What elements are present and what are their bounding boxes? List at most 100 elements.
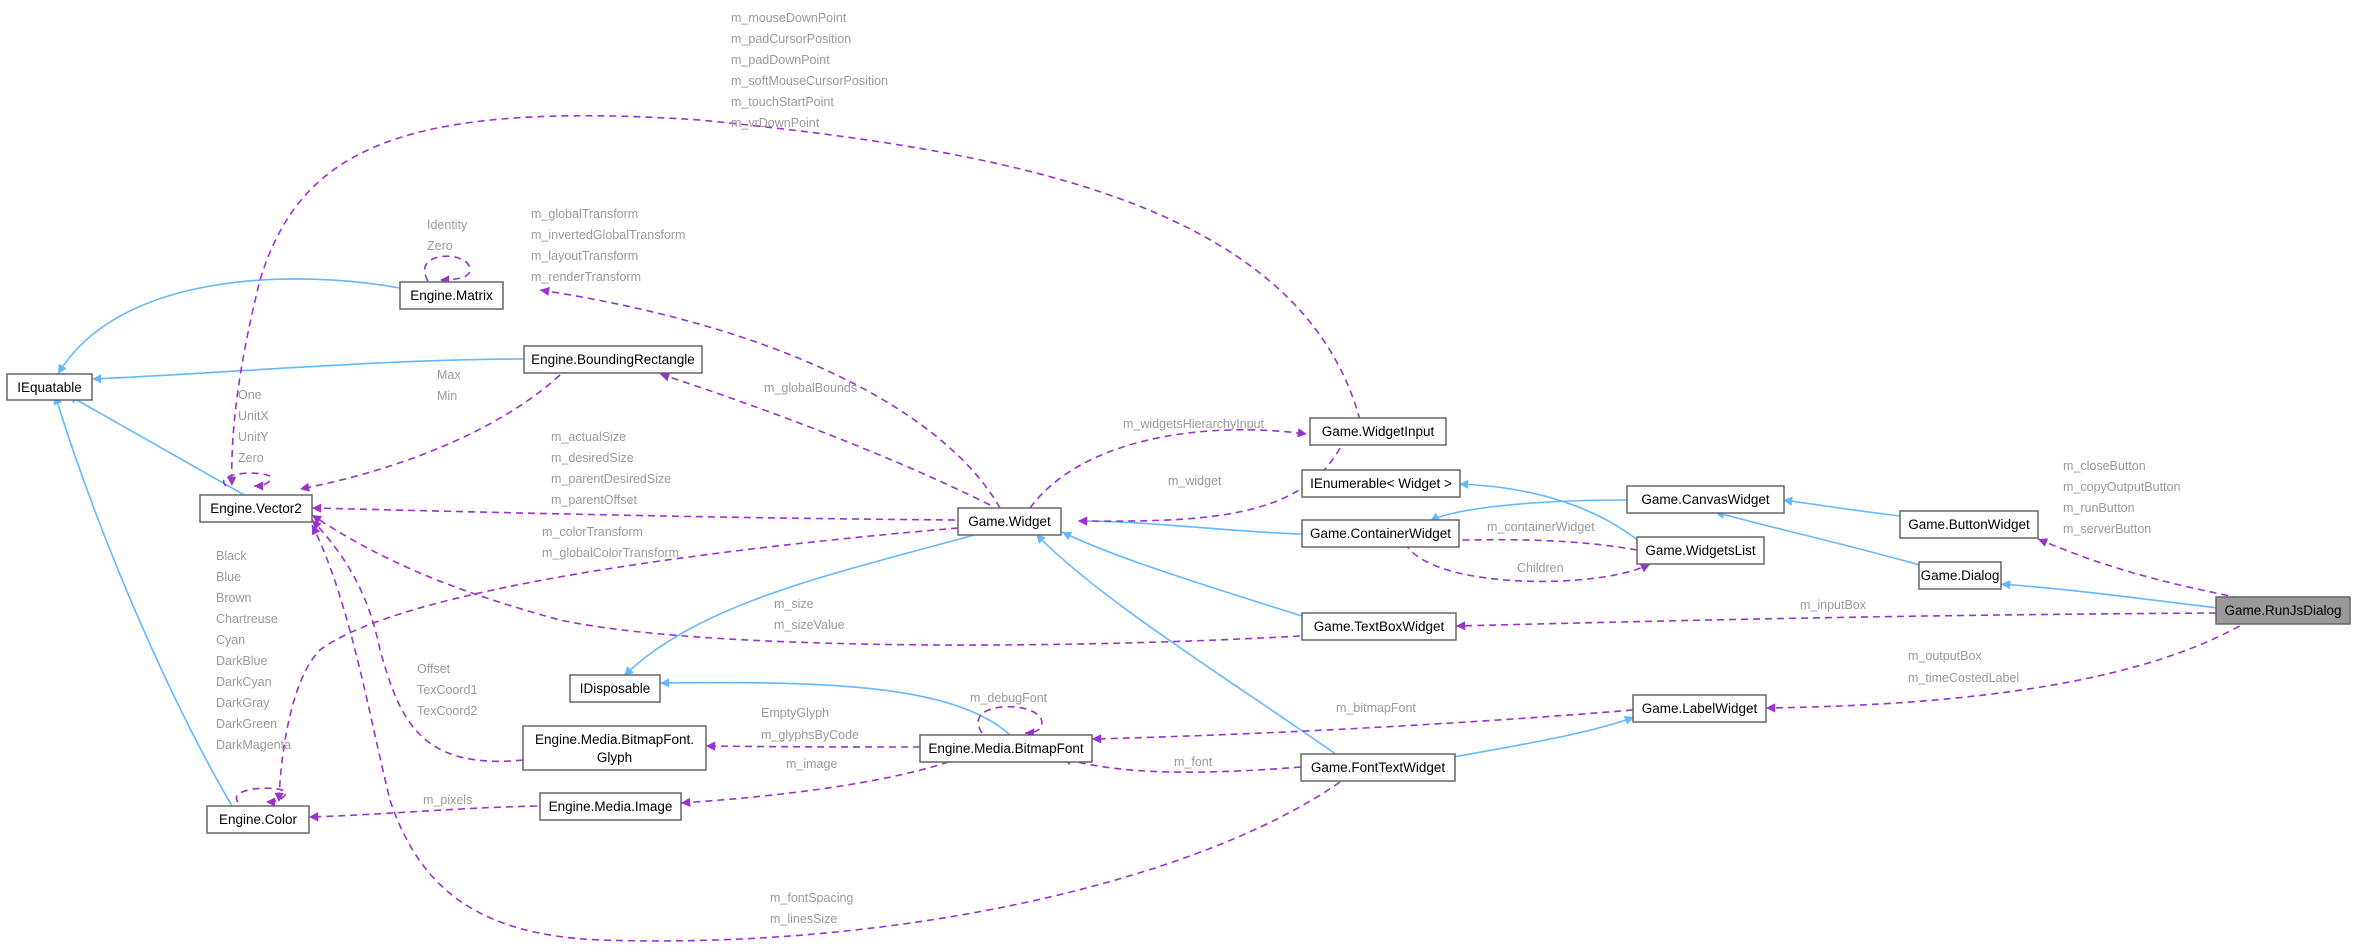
edge-label: m_timeCostedLabel — [1908, 671, 2019, 685]
edge-label: m_parentDesiredSize — [551, 472, 671, 486]
edge-runjs-button — [2037, 538, 2241, 599]
node-game-dialog[interactable]: Game.Dialog — [1918, 561, 2002, 590]
edge-container-widgetslist — [1404, 542, 1651, 583]
edge-image-color — [308, 805, 538, 822]
node-label: IEquatable — [17, 380, 82, 395]
edge-label: m_sizeValue — [774, 618, 845, 632]
edge-widgetinput-vector2 — [227, 115, 1361, 487]
edge-label: m_image — [786, 757, 837, 771]
edge-canvas-container — [1429, 499, 1628, 522]
node-game-canvaswidget[interactable]: Game.CanvasWidget — [1626, 485, 1785, 514]
labels-color-self: Black Blue Brown Chartreuse Cyan DarkBlu… — [216, 549, 291, 752]
node-game-textboxwidget[interactable]: Game.TextBoxWidget — [1301, 612, 1457, 641]
edge-label: m_globalColorTransform — [542, 546, 679, 560]
edge-label: m_invertedGlobalTransform — [531, 228, 685, 242]
edge-widget-bounding — [659, 372, 991, 506]
node-label: Engine.Color — [219, 812, 298, 827]
node-game-widgetinput[interactable]: Game.WidgetInput — [1309, 417, 1447, 446]
edge-label: m_inputBox — [1800, 598, 1867, 612]
edge-label: Zero — [427, 239, 453, 253]
node-game-runjsdialog[interactable]: Game.RunJsDialog — [2215, 596, 2351, 625]
edge-label: m_parentOffset — [551, 493, 637, 507]
node-engine-vector2[interactable]: Engine.Vector2 — [199, 494, 313, 523]
node-engine-boundingrectangle[interactable]: Engine.BoundingRectangle — [523, 345, 703, 374]
node-game-widgetslist[interactable]: Game.WidgetsList — [1636, 536, 1765, 565]
labels-textbox-vector2: m_size m_sizeValue — [774, 597, 845, 632]
edge-label: m_font — [1174, 755, 1213, 769]
edge-bounding-vector2 — [299, 374, 561, 492]
node-label: IEnumerable< Widget > — [1310, 476, 1452, 491]
edge-widget-color — [274, 527, 959, 803]
node-label: Game.ContainerWidget — [1310, 526, 1451, 541]
edge-label: m_bitmapFont — [1336, 701, 1416, 715]
labels-bounding-vector2: Max Min — [437, 368, 461, 403]
labels-widgetinput-vector2: m_mouseDownPoint m_padCursorPosition m_p… — [731, 11, 888, 130]
edge-widget-widgetinput — [1029, 428, 1308, 509]
labels-glyph-vector2: Offset TexCoord1 TexCoord2 — [417, 662, 477, 718]
edge-label: Identity — [427, 218, 468, 232]
edge-vector2-iequatable — [67, 394, 256, 502]
edge-label: m_closeButton — [2063, 459, 2146, 473]
node-label: Game.RunJsDialog — [2224, 603, 2341, 618]
node-label: Game.Dialog — [1921, 568, 2000, 583]
edge-button-canvas — [1782, 496, 1901, 517]
edge-color-iequatable — [53, 394, 233, 807]
edge-label: Blue — [216, 570, 241, 584]
edge-label: EmptyGlyph — [761, 706, 829, 720]
node-game-widget[interactable]: Game.Widget — [957, 507, 1062, 536]
edge-fonttext-widget — [1035, 533, 1341, 758]
node-label: Game.ButtonWidget — [1908, 517, 2030, 532]
labels-fonttext-vector2: m_fontSpacing m_linesSize — [770, 891, 853, 926]
node-label: Game.FontTextWidget — [1311, 760, 1446, 775]
edge-label: m_padDownPoint — [731, 53, 830, 67]
node-game-labelwidget[interactable]: Game.LabelWidget — [1632, 694, 1767, 723]
node-engine-bitmapfont-glyph[interactable]: Engine.Media.BitmapFont. Glyph — [522, 725, 707, 771]
node-engine-media-bitmapfont[interactable]: Engine.Media.BitmapFont — [919, 734, 1093, 763]
edge-label-bitmap — [1091, 709, 1634, 744]
node-ienumerable-widget[interactable]: IEnumerable< Widget > — [1301, 469, 1461, 498]
edge-label: Min — [437, 389, 457, 403]
node-game-containerwidget[interactable]: Game.ContainerWidget — [1301, 519, 1460, 548]
edge-label: m_serverButton — [2063, 522, 2151, 536]
node-engine-color[interactable]: Engine.Color — [206, 805, 310, 834]
edge-runjs-textbox — [1455, 612, 2217, 631]
labels-widget-vector2: m_actualSize m_desiredSize m_parentDesir… — [551, 430, 671, 507]
labels-runjs-button: m_closeButton m_copyOutputButton m_runBu… — [2063, 459, 2180, 536]
edge-label: Zero — [238, 451, 264, 465]
edge-label: m_pixels — [423, 793, 472, 807]
edge-label: Max — [437, 368, 461, 382]
edge-label: Chartreuse — [216, 612, 278, 626]
edge-label: m_softMouseCursorPosition — [731, 74, 888, 88]
edge-label: DarkGray — [216, 696, 270, 710]
node-game-fonttextwidget[interactable]: Game.FontTextWidget — [1300, 753, 1456, 782]
edge-label: m_layoutTransform — [531, 249, 638, 263]
edge-fonttext-label — [1452, 715, 1635, 758]
edge-runjs-label — [1765, 619, 2251, 713]
inheritance-edges — [53, 278, 2219, 807]
edge-bitmap-image — [680, 757, 961, 807]
node-iequatable[interactable]: IEquatable — [6, 373, 93, 401]
edge-label: m_widget — [1168, 474, 1222, 488]
edge-label: DarkMagenta — [216, 738, 291, 752]
node-engine-media-image[interactable]: Engine.Media.Image — [539, 792, 682, 821]
edge-label: One — [238, 388, 262, 402]
edge-label: m_globalBounds — [764, 381, 857, 395]
node-idisposable[interactable]: IDisposable — [569, 674, 661, 703]
edge-label: m_containerWidget — [1487, 520, 1595, 534]
edge-label: DarkGreen — [216, 717, 277, 731]
node-label: Engine.Vector2 — [210, 501, 302, 516]
labels-widget-color: m_colorTransform m_globalColorTransform — [542, 525, 679, 560]
edge-textbox-vector2 — [311, 514, 1301, 646]
node-label: Engine.BoundingRectangle — [531, 352, 695, 367]
node-game-buttonwidget[interactable]: Game.ButtonWidget — [1899, 510, 2039, 539]
edge-label: m_copyOutputButton — [2063, 480, 2180, 494]
node-engine-matrix[interactable]: Engine.Matrix — [399, 281, 504, 310]
edge-vector2-self — [222, 472, 272, 491]
edge-label: m_desiredSize — [551, 451, 634, 465]
edge-matrix-self — [424, 255, 471, 285]
node-label: Glyph — [597, 750, 632, 765]
node-label: Engine.Media.Image — [549, 799, 673, 814]
edge-label: m_vrDownPoint — [731, 116, 820, 130]
node-label: Game.LabelWidget — [1642, 701, 1758, 716]
